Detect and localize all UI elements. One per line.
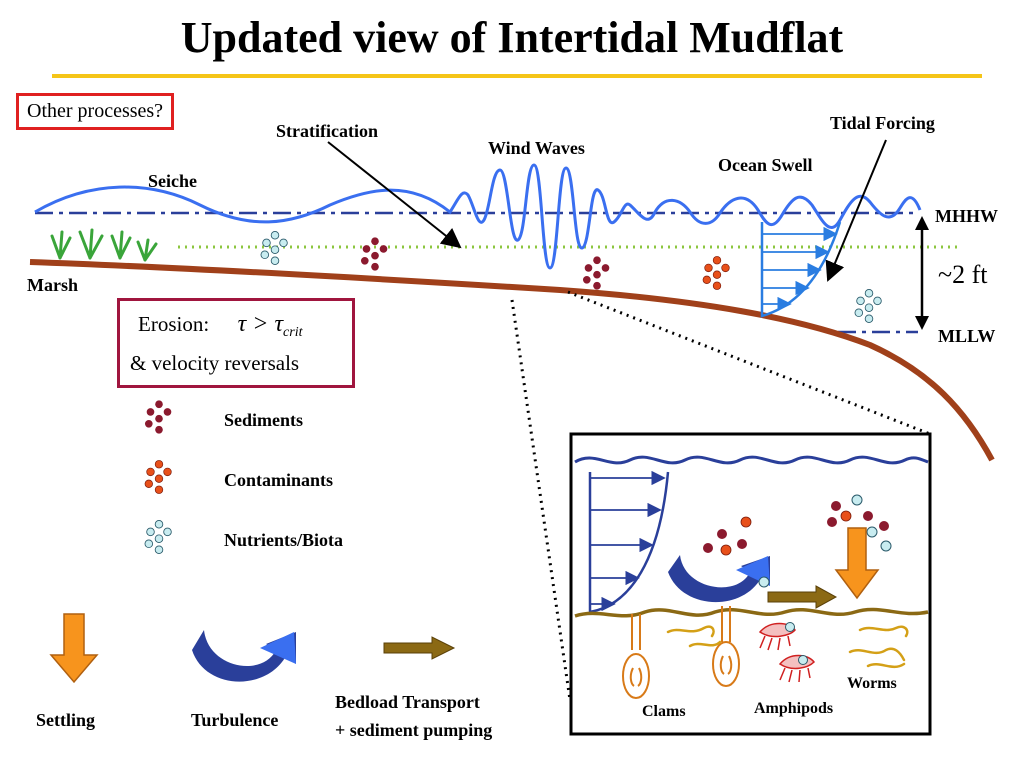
mudflat-bed-line	[29, 259, 995, 462]
legend-nutrients-icon	[144, 520, 172, 554]
legend-contaminants-label: Contaminants	[224, 470, 334, 490]
tide-range-label: ~2 ft	[938, 260, 988, 289]
zoom-line-left	[510, 299, 572, 701]
mhhw-label: MHHW	[935, 206, 998, 226]
other-processes-text: Other processes?	[27, 100, 164, 122]
turbulence-arrow-icon	[192, 630, 296, 682]
bedload-label-line1: Bedload Transport	[335, 692, 480, 712]
erosion-formula: τ > τ	[237, 311, 284, 337]
ocean-swell-label: Ocean Swell	[718, 155, 813, 175]
marsh-grass	[50, 228, 158, 262]
tidal-velocity-profile	[760, 221, 842, 318]
legend-nutrients-label: Nutrients/Biota	[224, 530, 343, 550]
stratification-pointer	[327, 141, 462, 249]
zoom-line-right	[567, 290, 931, 436]
water-surface-wave	[34, 163, 922, 270]
page-title: Updated view of Intertidal Mudflat	[180, 13, 844, 62]
erosion-line2: & velocity reversals	[130, 351, 300, 375]
tidal-range-arrow	[915, 216, 929, 330]
inset-clams-label: Clams	[642, 703, 686, 720]
bedload-label-line2: + sediment pumping	[335, 720, 493, 740]
sediment-cluster-1	[360, 237, 388, 271]
stratification-label: Stratification	[276, 121, 378, 141]
title-underline	[52, 74, 982, 78]
marsh-label: Marsh	[27, 275, 78, 295]
settling-arrow-icon	[49, 613, 99, 684]
contaminant-cluster-1	[702, 256, 730, 290]
settling-label: Settling	[36, 710, 96, 730]
turbulence-label: Turbulence	[191, 710, 279, 730]
legend-sediments-label: Sediments	[224, 410, 304, 430]
tidal-forcing-pointer	[825, 139, 887, 282]
inset-box	[569, 432, 932, 736]
erosion-formula-subscript: crit	[283, 325, 303, 341]
inset-worms-label: Worms	[847, 675, 897, 692]
tidal-forcing-label: Tidal Forcing	[830, 113, 935, 133]
wind-waves-label: Wind Waves	[488, 138, 585, 158]
legend-sediments-icon	[144, 400, 172, 434]
bedload-arrow-icon	[383, 636, 456, 660]
sediment-cluster-2	[582, 256, 610, 290]
erosion-box: Erosion: τ > τcrit & velocity reversals	[117, 298, 355, 388]
other-processes-box: Other processes?	[16, 93, 175, 130]
nutrient-cluster-swell	[854, 289, 882, 323]
inset-amphipods-label: Amphipods	[754, 700, 834, 717]
seiche-label: Seiche	[148, 171, 197, 191]
legend-contaminants-icon	[144, 460, 172, 494]
erosion-label: Erosion:	[138, 312, 210, 336]
mllw-label: MLLW	[938, 326, 996, 346]
